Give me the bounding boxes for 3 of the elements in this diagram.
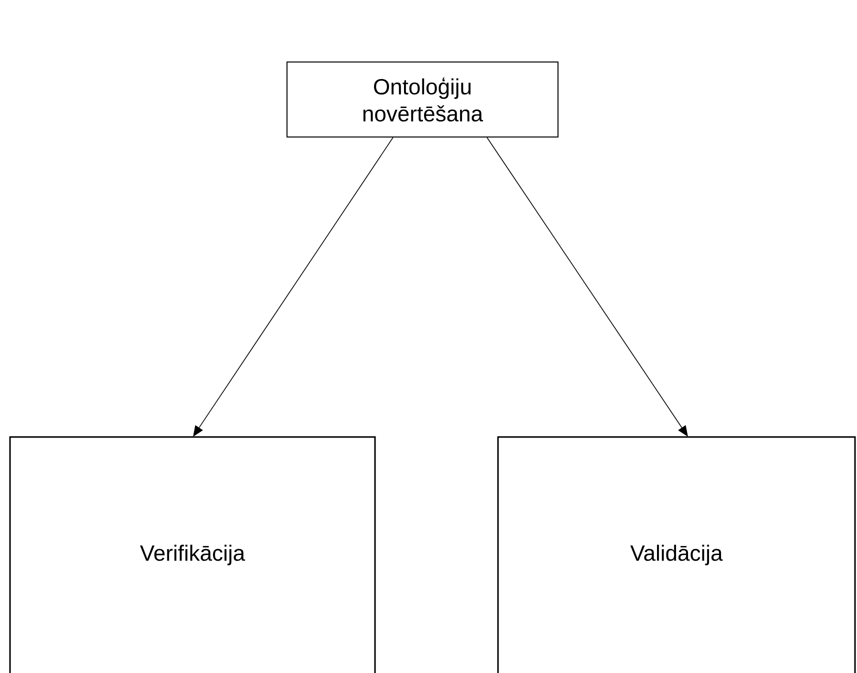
process-box: Verifikācija [9,436,376,673]
process-box: Validācija [497,436,856,673]
process-box: Ontoloģiju novērtēšana [286,62,558,138]
